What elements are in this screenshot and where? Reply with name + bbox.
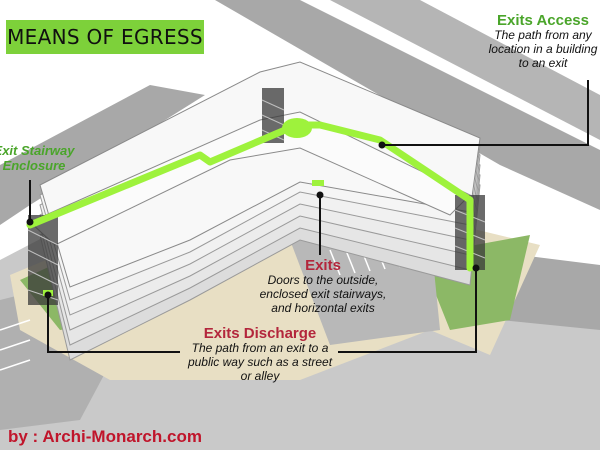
exits-line-2: enclosed exit stairways, [259,287,387,302]
exits-discharge-line-2: public way such as a street [187,355,333,370]
label-exits: Exits Doors to the outside, enclosed exi… [248,257,398,316]
exit-door-center [312,180,324,186]
label-exit-stairway: Exit Stairway Enclosure [0,143,80,174]
exits-line-3: and horizontal exits [271,300,375,315]
leader-dots [26,141,480,299]
exit-stairway-line-1: Exit Stairway [0,143,75,158]
exits-discharge-line-1: The path from an exit to a [191,341,329,356]
title-box: MEANS OF EGRESS [6,20,204,54]
exit-stairway-line-2: Enclosure [2,157,66,173]
exits-discharge-heading: Exits Discharge [203,325,317,342]
exits-access-line-2: location in a building [488,42,598,57]
exits-access-heading: Exits Access [496,12,589,29]
label-exits-access: Exits Access The path from any location … [478,12,600,71]
exits-access-line-3: to an exit [518,55,568,70]
corridor-hub [282,118,312,138]
exits-discharge-line-3: or alley [240,368,280,383]
exits-heading: Exits [305,257,341,274]
exits-access-line-1: The path from any [494,28,592,43]
credit-text: by : Archi-Monarch.com [8,427,202,446]
road-north [215,0,600,210]
road-northeast [330,0,600,140]
diagram-title: MEANS OF EGRESS [7,25,203,49]
leader-lines [29,80,589,353]
label-exits-discharge: Exits Discharge The path from an exit to… [172,325,348,384]
exits-line-1: Doors to the outside, [267,273,379,288]
